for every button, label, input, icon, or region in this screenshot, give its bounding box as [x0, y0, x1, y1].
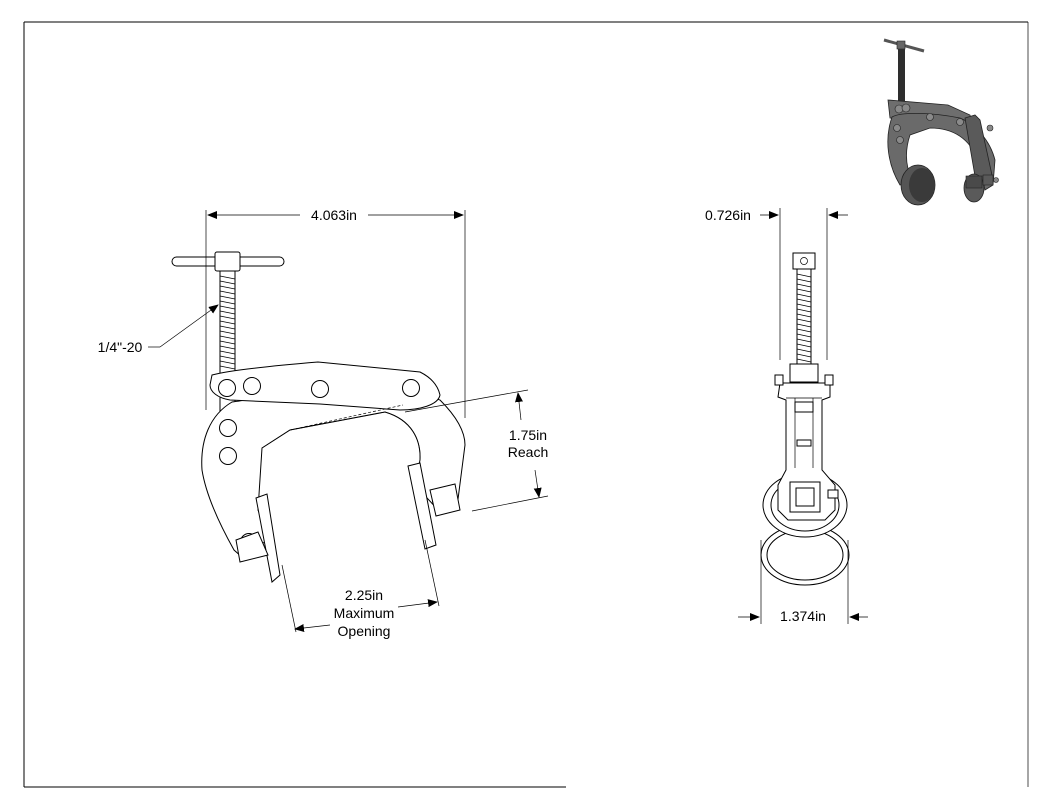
side-bottom-width-dimension: 1.374in — [738, 540, 868, 624]
left-jaw-pad — [235, 493, 281, 583]
reach-dimension: 1.75in Reach — [404, 389, 548, 512]
side-bottom-width-label: 1.374in — [780, 608, 826, 624]
opening-dimension: 2.25in Maximum Opening — [281, 539, 440, 639]
side-view: 0.726in 1.374in — [705, 207, 868, 624]
front-view: 4.063in 1/4"-20 1.75in Reach 2.25in Maxi… — [98, 207, 549, 639]
side-handle-block — [792, 252, 816, 270]
opening-label-opening: Opening — [338, 623, 391, 639]
reach-label: Reach — [508, 444, 548, 460]
thread-label: 1/4"-20 — [98, 339, 143, 355]
right-jaw-pad — [407, 462, 461, 550]
opening-label-maximum: Maximum — [334, 605, 395, 621]
t-handle — [171, 251, 285, 272]
overall-width-dimension: 4.063in — [205, 207, 466, 418]
reach-value: 1.75in — [509, 427, 547, 443]
side-top-width-label: 0.726in — [705, 207, 751, 223]
sheet-border — [23, 21, 1029, 788]
isometric-view — [883, 38, 999, 206]
side-top-width-dimension: 0.726in — [705, 207, 848, 360]
opening-value: 2.25in — [345, 587, 383, 603]
overall-width-label: 4.063in — [311, 207, 357, 223]
thread-callout: 1/4"-20 — [98, 304, 219, 355]
